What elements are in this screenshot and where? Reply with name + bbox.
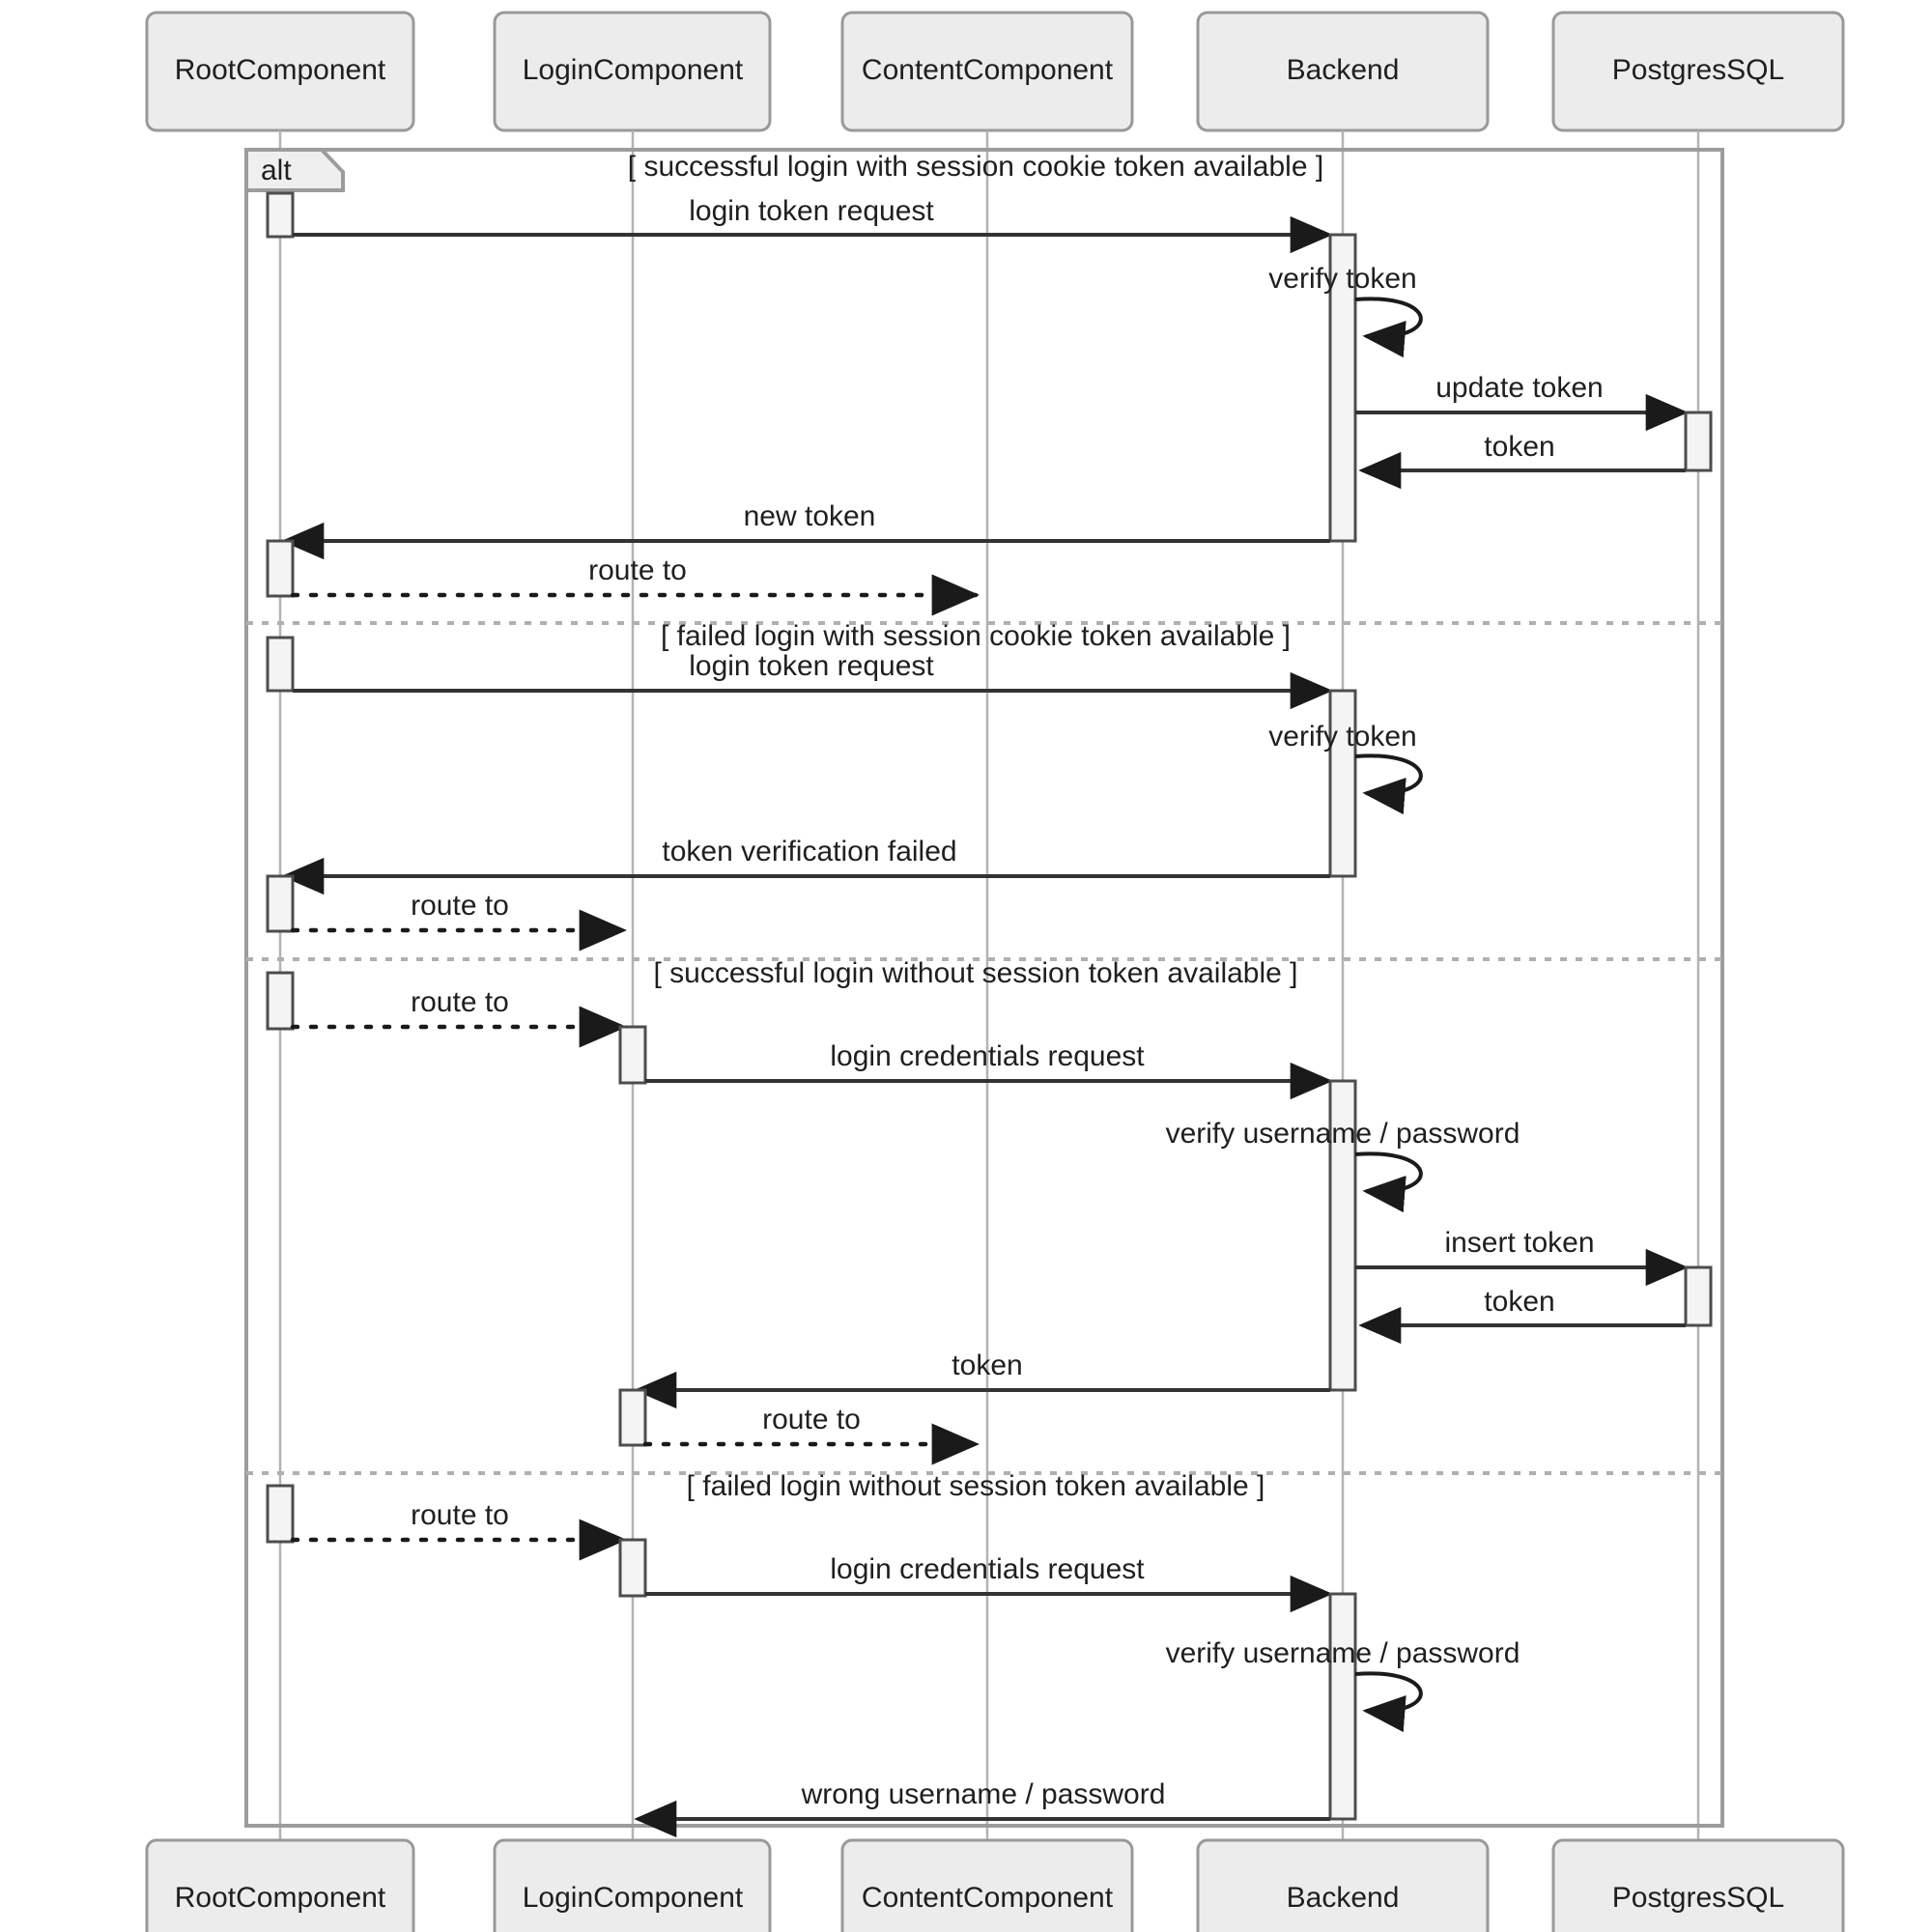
activation-login xyxy=(618,1538,647,1598)
message-label: token xyxy=(1484,431,1554,463)
message-label: update token xyxy=(1435,372,1603,404)
participant-bottom-postgres[interactable]: PostgresSQL xyxy=(1551,1838,1845,1932)
participants-bottom: RootComponent LoginComponent ContentComp… xyxy=(145,1838,1845,1932)
message-label: route to xyxy=(588,554,687,586)
message-label: login credentials request xyxy=(830,1553,1145,1585)
message-label: login token request xyxy=(689,195,934,227)
self-message-arrow xyxy=(1354,753,1423,815)
participant-top-postgres[interactable]: PostgresSQL xyxy=(1551,11,1845,132)
section-guard-label: [ failed login with session cookie token… xyxy=(661,620,1291,652)
participant-bottom-content[interactable]: ContentComponent xyxy=(840,1838,1134,1932)
participant-label: RootComponent xyxy=(175,1882,386,1914)
self-message-arrow xyxy=(1354,1151,1423,1213)
participant-bottom-backend[interactable]: Backend xyxy=(1196,1838,1490,1932)
activation-backend xyxy=(1328,233,1357,543)
message-label: route to xyxy=(411,890,509,922)
message-label: token verification failed xyxy=(662,836,956,867)
message-label: insert token xyxy=(1444,1227,1594,1259)
message-label: new token xyxy=(744,500,876,532)
section-successful-login-with-token: [ successful login with session cookie t… xyxy=(266,151,1713,616)
participant-label: ContentComponent xyxy=(862,1882,1114,1914)
section-guard-label: [ failed login without session token ava… xyxy=(687,1470,1265,1502)
alt-fragment-frame: alt xyxy=(244,148,1724,1828)
message-label: verify token xyxy=(1268,721,1416,753)
message-label: token xyxy=(952,1350,1022,1381)
participants-top: RootComponent LoginComponent ContentComp… xyxy=(145,11,1845,132)
participant-top-root[interactable]: RootComponent xyxy=(145,11,415,132)
activation-root xyxy=(266,636,295,693)
activation-backend xyxy=(1328,689,1357,878)
message-label: login token request xyxy=(689,650,934,682)
activation-postgres xyxy=(1684,411,1713,472)
activation-postgres xyxy=(1684,1265,1713,1327)
participant-top-login[interactable]: LoginComponent xyxy=(493,11,772,132)
participant-label: PostgresSQL xyxy=(1612,1882,1784,1914)
activation-root xyxy=(266,191,295,239)
message-label: route to xyxy=(411,986,509,1018)
participant-label: RootComponent xyxy=(175,54,386,86)
activation-backend xyxy=(1328,1592,1357,1821)
participant-label: Backend xyxy=(1287,1882,1400,1914)
participant-label: LoginComponent xyxy=(523,54,744,86)
message-label: wrong username / password xyxy=(801,1778,1166,1810)
activation-root xyxy=(266,1484,295,1544)
participant-top-backend[interactable]: Backend xyxy=(1196,11,1490,132)
section-successful-login-without-token: [ successful login without session token… xyxy=(266,957,1713,1465)
message-label: route to xyxy=(411,1499,509,1531)
participant-label: PostgresSQL xyxy=(1612,54,1784,86)
message-label: verify username / password xyxy=(1166,1637,1520,1669)
participant-label: Backend xyxy=(1287,54,1400,86)
activation-login xyxy=(618,1025,647,1085)
participant-bottom-login[interactable]: LoginComponent xyxy=(493,1838,772,1932)
self-message-arrow xyxy=(1354,1671,1423,1733)
message-label: verify username / password xyxy=(1166,1118,1520,1150)
section-failed-login-with-token: [ failed login with session cookie token… xyxy=(266,620,1423,952)
activation-root xyxy=(266,539,295,598)
message-label: token xyxy=(1484,1286,1554,1318)
message-label: verify token xyxy=(1268,263,1416,295)
participant-top-content[interactable]: ContentComponent xyxy=(840,11,1134,132)
alt-operator-label: alt xyxy=(261,155,292,186)
message-label: route to xyxy=(762,1404,861,1435)
message-label: login credentials request xyxy=(830,1040,1145,1072)
section-failed-login-without-token: [ failed login without session token ava… xyxy=(266,1470,1520,1838)
participant-bottom-root[interactable]: RootComponent xyxy=(145,1838,415,1932)
participant-label: LoginComponent xyxy=(523,1882,744,1914)
activation-root xyxy=(266,971,295,1031)
activation-login xyxy=(618,1388,647,1447)
activation-root xyxy=(266,874,295,933)
activation-backend xyxy=(1328,1079,1357,1392)
section-guard-label: [ successful login with session cookie t… xyxy=(628,151,1323,183)
self-message-arrow xyxy=(1354,297,1423,358)
section-guard-label: [ successful login without session token… xyxy=(653,957,1297,989)
participant-label: ContentComponent xyxy=(862,54,1114,86)
